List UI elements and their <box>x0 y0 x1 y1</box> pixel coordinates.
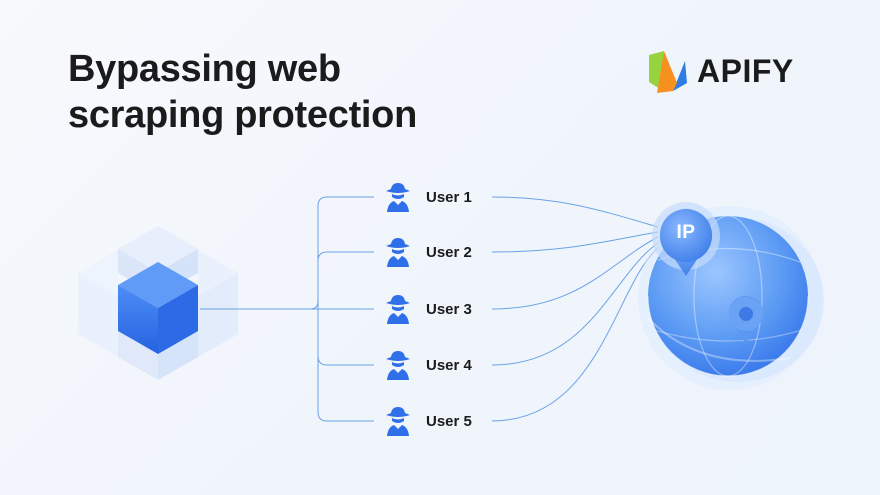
user-label: User 3 <box>426 300 472 318</box>
incognito-user-icon <box>386 351 410 380</box>
user-item-1: User 1 <box>384 181 472 213</box>
logo-text: APIFY <box>697 52 794 89</box>
cube-cluster-icon <box>78 226 238 380</box>
user-item-2: User 2 <box>384 236 472 268</box>
apify-logo: APIFY <box>647 48 794 94</box>
location-pin-icon <box>729 296 764 344</box>
user-label: User 2 <box>426 243 472 261</box>
incognito-user-icon <box>386 183 410 212</box>
title-line-2: scraping protection <box>68 94 418 136</box>
user-item-5: User 5 <box>384 405 472 437</box>
title-line-1: Bypassing web <box>68 48 341 90</box>
ip-label: IP <box>676 222 696 243</box>
user-label: User 4 <box>426 356 472 374</box>
apify-logo-icon <box>649 51 687 93</box>
user-item-3: User 3 <box>384 293 472 325</box>
incognito-user-icon <box>386 407 410 436</box>
connector-tree <box>200 196 374 422</box>
user-label: User 1 <box>426 188 472 206</box>
proxy-lines <box>491 196 659 422</box>
user-item-4: User 4 <box>384 349 472 381</box>
page-title: Bypassing web scraping protection <box>68 46 417 138</box>
incognito-user-icon <box>386 295 410 324</box>
incognito-user-icon <box>386 238 410 267</box>
user-label: User 5 <box>426 412 472 430</box>
ip-location-pin-icon <box>652 202 720 276</box>
